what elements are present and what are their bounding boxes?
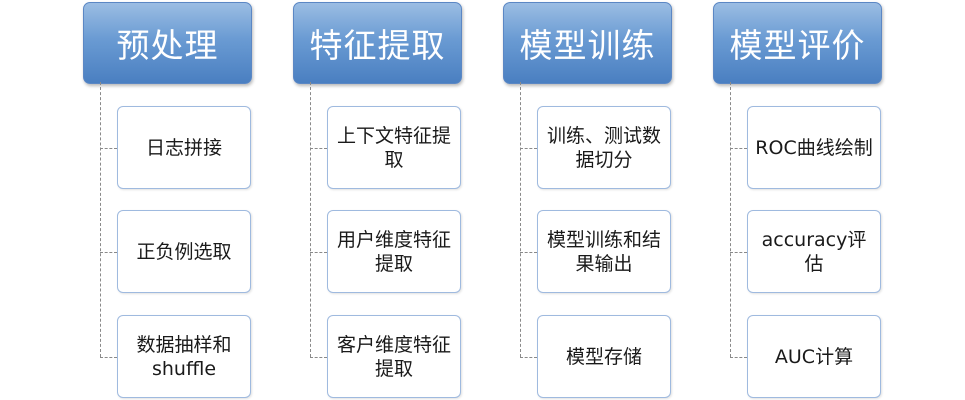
connector-branch [730,148,747,149]
step-box: 正负例选取 [117,210,251,293]
step-box: 上下文特征提取 [327,106,461,189]
connector-trunk [100,82,101,357]
column-header-preprocessing: 预处理 [83,2,252,84]
connector-branch [100,357,117,358]
column-header-model-training: 模型训练 [503,2,672,84]
connector-branch [310,252,327,253]
step-box: 客户维度特征提取 [327,315,461,398]
step-box: 数据抽样和shuffle [117,315,251,398]
connector-branch [310,148,327,149]
connector-branch [730,357,747,358]
step-box: 用户维度特征提取 [327,210,461,293]
connector-trunk [310,82,311,357]
connector-branch [310,357,327,358]
connector-branch [100,148,117,149]
connector-branch [520,252,537,253]
connector-branch [730,252,747,253]
step-box: AUC计算 [747,315,881,398]
step-box: 训练、测试数据切分 [537,106,671,189]
step-box: 模型训练和结果输出 [537,210,671,293]
step-box: 日志拼接 [117,106,251,189]
connector-branch [520,148,537,149]
column-header-feature-extraction: 特征提取 [293,2,462,84]
connector-branch [520,357,537,358]
connector-branch [100,252,117,253]
step-box: 模型存储 [537,315,671,398]
step-box: accuracy评估 [747,210,881,293]
connector-trunk [520,82,521,357]
connector-trunk [730,82,731,357]
step-box: ROC曲线绘制 [747,106,881,189]
column-header-model-evaluation: 模型评价 [713,2,882,84]
